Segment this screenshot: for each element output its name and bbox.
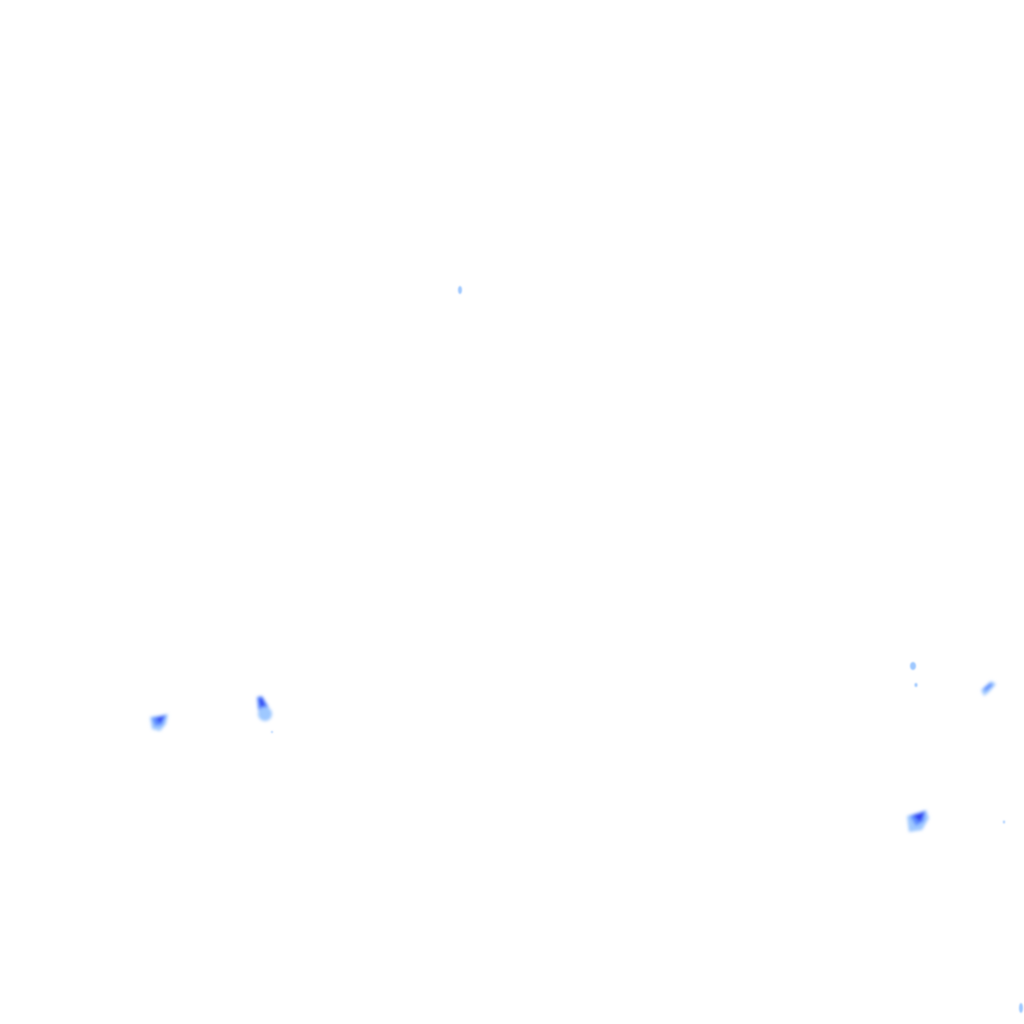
echo-top-center (458, 286, 462, 294)
echo-right-edge (271, 731, 1023, 1013)
echo-right-upper-a (910, 662, 916, 670)
echo-left (150, 714, 168, 731)
echo-right-upper-c (981, 681, 996, 696)
echo-right-lower (907, 810, 929, 832)
echo-right-upper-b (914, 683, 918, 687)
echo-left-center (257, 696, 272, 721)
